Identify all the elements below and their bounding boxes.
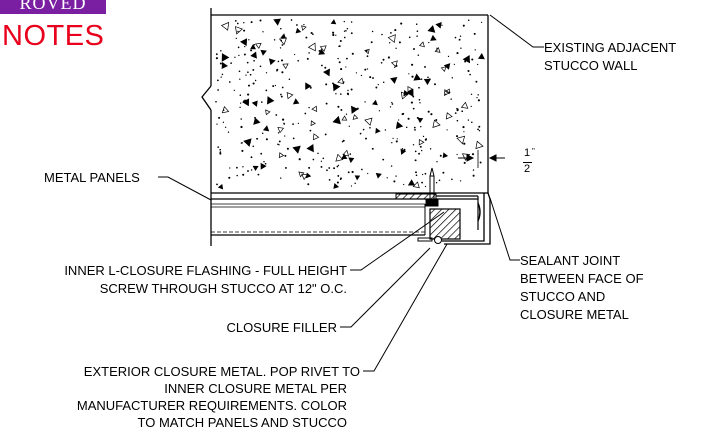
label-sealant-1: SEALANT JOINT xyxy=(520,253,621,268)
label-exterior-3: MANUFACTURER REQUIREMENTS. COLOR xyxy=(76,398,347,413)
metal-panel xyxy=(210,193,478,246)
stamp-notes-text: NOTES xyxy=(2,20,105,52)
label-sealant-4: CLOSURE METAL xyxy=(520,307,629,322)
exterior-closure-metal xyxy=(442,192,491,245)
dimension-numerator: 1 xyxy=(524,147,531,159)
label-sealant-2: BETWEEN FACE OF xyxy=(520,271,644,286)
label-metal-panels: METAL PANELS xyxy=(44,170,140,185)
label-sealant-3: STUCCO AND xyxy=(520,289,606,304)
dimension-fraction-bar xyxy=(523,162,532,163)
leader-closure-filler xyxy=(340,247,431,328)
leader-sealant xyxy=(489,197,520,261)
dimension-inch-mark: " xyxy=(532,147,535,156)
stucco-texture xyxy=(215,18,485,190)
label-stucco-wall-1: EXISTING ADJACENT xyxy=(544,40,677,55)
dimension-half-inch xyxy=(458,150,505,168)
label-exterior-1: EXTERIOR CLOSURE METAL. POP RIVET TO xyxy=(83,364,360,379)
stucco-wall xyxy=(201,8,489,194)
inner-l-closure xyxy=(395,167,479,242)
leader-exterior xyxy=(363,243,448,372)
label-stucco-wall-2: STUCCO WALL xyxy=(544,58,638,73)
leader-lines xyxy=(158,14,544,372)
label-inner-l-1: INNER L-CLOSURE FLASHING - FULL HEIGHT xyxy=(64,263,347,278)
leader-metal-panels xyxy=(158,176,212,201)
dimension-denominator: 2 xyxy=(524,163,531,175)
label-inner-l-2: SCREW THROUGH STUCCO AT 12" O.C. xyxy=(99,281,347,296)
label-exterior-2: INNER CLOSURE METAL PER xyxy=(164,381,347,396)
leader-inner-l xyxy=(350,211,445,271)
approval-stamp: ROVED xyxy=(0,0,106,14)
closure-filler xyxy=(429,208,461,244)
label-closure-filler: CLOSURE FILLER xyxy=(226,320,337,335)
label-exterior-4: TO MATCH PANELS AND STUCCO xyxy=(137,415,347,430)
leader-stucco-wall xyxy=(489,14,544,48)
stamp-top-text: ROVED xyxy=(19,0,87,13)
